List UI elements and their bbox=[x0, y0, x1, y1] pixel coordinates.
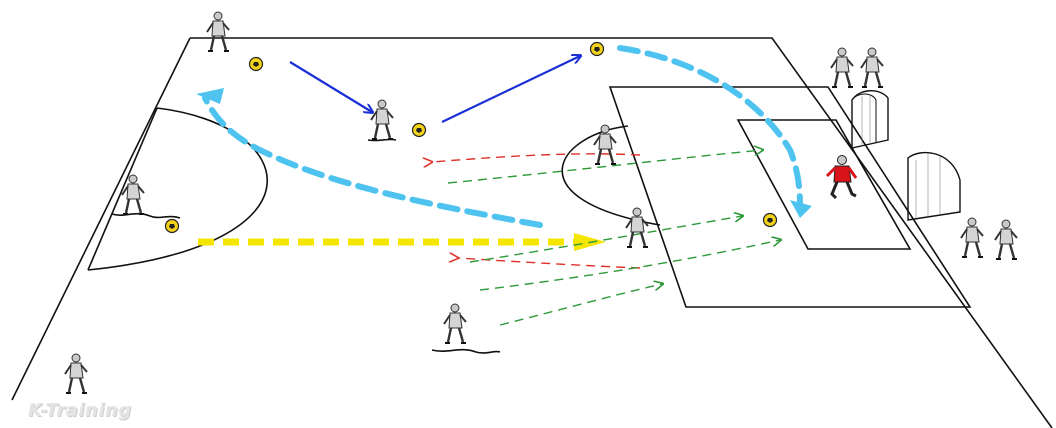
player-center bbox=[369, 98, 395, 141]
player-penalty-arc bbox=[592, 123, 618, 166]
cross-paths bbox=[202, 45, 803, 228]
penalty-arc bbox=[561, 125, 661, 226]
green-run-2 bbox=[469, 216, 742, 263]
cross-path-goal bbox=[617, 45, 803, 213]
green-runs bbox=[447, 150, 780, 326]
cross-arrowhead-back bbox=[196, 88, 224, 104]
player-bottom-center bbox=[442, 302, 468, 345]
penalty-area bbox=[608, 86, 972, 308]
player-waiting-4 bbox=[993, 218, 1019, 261]
green-run-4 bbox=[499, 284, 662, 326]
dribble-marks bbox=[111, 138, 501, 354]
cross-path-back bbox=[202, 95, 543, 228]
player-waiting-1 bbox=[829, 46, 855, 89]
player-waiting-2 bbox=[859, 46, 885, 89]
pitch-lines bbox=[11, 37, 1053, 428]
balls bbox=[164, 41, 778, 234]
green-run-3 bbox=[479, 240, 780, 291]
pitch-boundary bbox=[11, 37, 1053, 428]
cross-arrowhead-goal bbox=[790, 200, 812, 218]
player-waiting-3 bbox=[959, 216, 985, 259]
player-bottom-left bbox=[63, 352, 89, 395]
midfield-line bbox=[87, 107, 158, 271]
pass-arrows bbox=[289, 56, 580, 123]
drive-path bbox=[198, 233, 606, 251]
ball-top-left bbox=[248, 56, 264, 72]
center-circle-arc bbox=[87, 107, 269, 271]
goal-near bbox=[851, 90, 889, 149]
ball-left bbox=[164, 218, 180, 234]
goal-far bbox=[907, 151, 961, 221]
pass-arrow-1 bbox=[289, 61, 372, 112]
goalkeeper bbox=[825, 155, 858, 200]
red-runs bbox=[432, 153, 641, 269]
green-run-1 bbox=[447, 150, 762, 184]
player-box-edge bbox=[624, 206, 650, 249]
ball-center bbox=[411, 122, 427, 138]
red-run-1 bbox=[432, 153, 641, 162]
player-top-left bbox=[205, 10, 231, 53]
players bbox=[63, 10, 1019, 395]
ball-top-right bbox=[589, 41, 605, 57]
pass-arrow-2 bbox=[441, 56, 580, 123]
red-run-2 bbox=[458, 258, 641, 269]
goal-area bbox=[736, 119, 912, 250]
ball-goal-area bbox=[762, 212, 778, 228]
watermark-text: K-Training bbox=[28, 400, 132, 421]
